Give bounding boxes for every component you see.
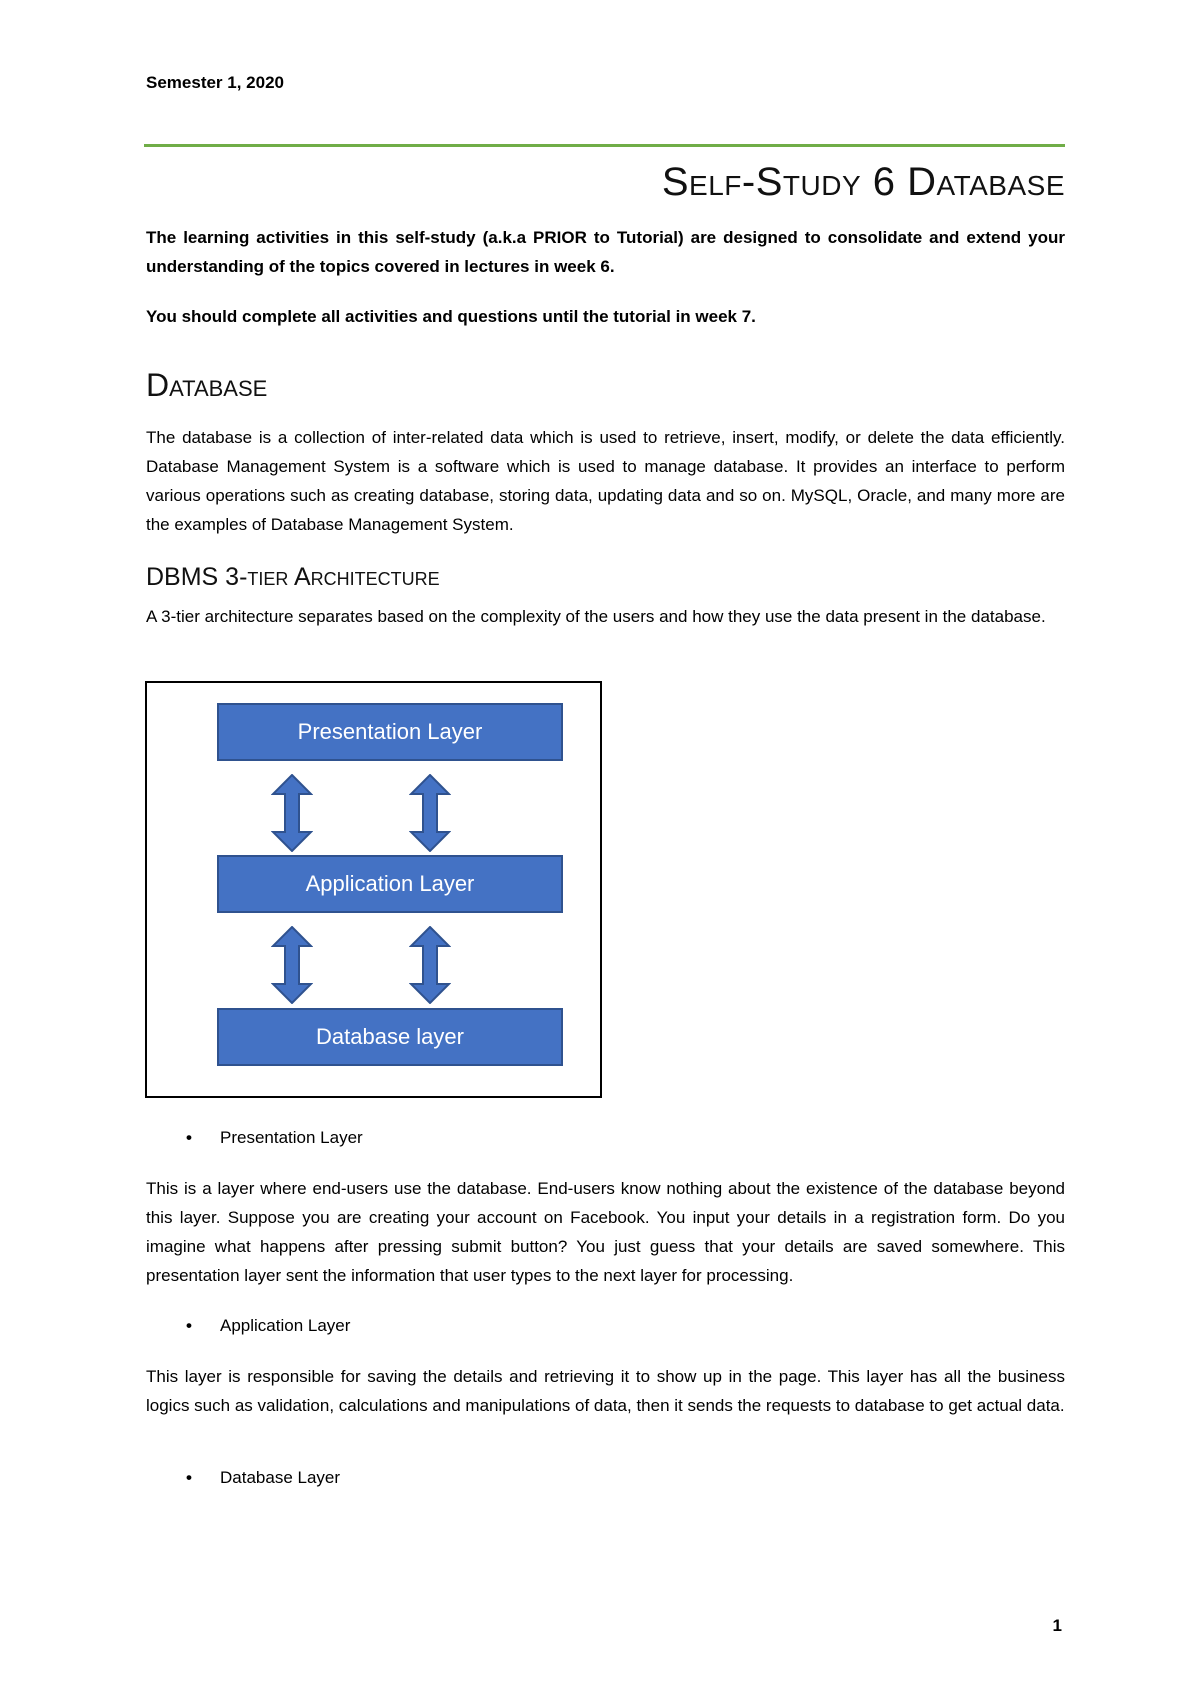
bullet-icon: • xyxy=(186,1468,192,1487)
double-arrow-icon xyxy=(271,926,313,1004)
bullet-icon: • xyxy=(186,1316,192,1335)
bullet-icon: • xyxy=(186,1128,192,1147)
presentation-layer-box: Presentation Layer xyxy=(217,703,563,761)
page-number: 1 xyxy=(1052,1616,1062,1635)
intro-paragraph-2: You should complete all activities and q… xyxy=(146,307,756,326)
dbms-paragraph: A 3-tier architecture separates based on… xyxy=(146,607,1046,626)
double-arrow-icon xyxy=(409,774,451,852)
application-layer-box: Application Layer xyxy=(217,855,563,913)
section-heading-dbms: DBMS 3-tier Architecture xyxy=(146,563,440,591)
document-title: Self-Study 6 Database xyxy=(661,160,1065,204)
database-paragraph: The database is a collection of inter-re… xyxy=(146,428,1065,534)
semester-header: Semester 1, 2020 xyxy=(146,73,284,92)
database-layer-box: Database layer xyxy=(217,1008,563,1066)
double-arrow-icon xyxy=(271,774,313,852)
three-tier-diagram: Presentation Layer Application Layer Dat… xyxy=(145,681,602,1098)
section-heading-database: Database xyxy=(146,367,268,403)
application-paragraph: This layer is responsible for saving the… xyxy=(146,1367,1065,1415)
intro-paragraph-1: The learning activities in this self-stu… xyxy=(146,228,1065,276)
bullet-label-database: Database Layer xyxy=(220,1468,341,1487)
header-rule xyxy=(144,144,1065,147)
bullet-label-application: Application Layer xyxy=(220,1316,351,1335)
double-arrow-icon xyxy=(409,926,451,1004)
presentation-paragraph: This is a layer where end-users use the … xyxy=(146,1179,1065,1285)
bullet-label-presentation: Presentation Layer xyxy=(220,1128,363,1147)
